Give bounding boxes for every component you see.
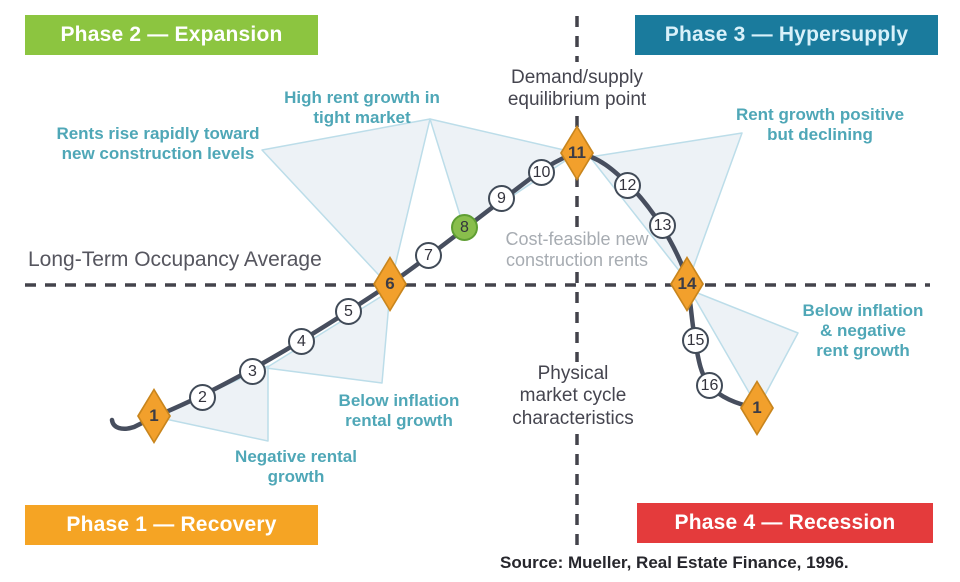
cycle-point-14-label: 14 (677, 274, 697, 293)
cycle-point-1-label: 1 (149, 406, 159, 425)
cycle-point-12-label: 12 (618, 176, 637, 194)
banner-phase4-label: Phase 4 — Recession (674, 511, 896, 534)
cycle-point-16-label: 16 (700, 376, 719, 394)
cycle-point-15: 15 (682, 327, 709, 354)
cycle-point-10: 10 (528, 159, 555, 186)
cycle-point-6-label: 6 (385, 274, 395, 293)
cycle-point-1: 1 (137, 388, 171, 444)
banner-phase1-recovery: Phase 1 — Recovery (25, 505, 318, 545)
banner-phase3-label: Phase 3 — Hypersupply (664, 23, 909, 46)
cycle-point-3: 3 (239, 358, 266, 385)
annotation-below-inflation-negative: Below inflation & negative rent growth (802, 301, 924, 361)
annotation-demand-supply-equilibrium: Demand/supply equilibrium point (507, 67, 647, 111)
wedge-below-negative (689, 289, 799, 409)
cycle-point-11: 11 (560, 125, 594, 181)
cycle-point-15-label: 15 (686, 331, 705, 349)
cycle-point-1-end-label: 1 (752, 398, 762, 417)
banner-phase4-recession: Phase 4 — Recession (637, 503, 933, 543)
annotation-negative-rental: Negative rental growth (235, 447, 357, 487)
cycle-point-8-label: 8 (460, 218, 469, 236)
annotation-high-rent-growth: High rent growth in tight market (284, 88, 440, 128)
cycle-point-7-label: 7 (424, 246, 433, 264)
cycle-point-4: 4 (288, 328, 315, 355)
banner-phase3-hypersupply: Phase 3 — Hypersupply (635, 15, 938, 55)
cycle-point-2-label: 2 (198, 388, 207, 406)
annotation-rents-rise: Rents rise rapidly toward new constructi… (56, 124, 260, 164)
cycle-point-13-label: 13 (653, 216, 672, 234)
cycle-point-2: 2 (189, 384, 216, 411)
cycle-point-7: 7 (415, 242, 442, 269)
banner-phase1-label: Phase 1 — Recovery (66, 513, 277, 536)
wedge-below-inflation (265, 290, 391, 384)
cycle-point-13: 13 (649, 212, 676, 239)
cycle-point-6: 6 (373, 256, 407, 312)
cycle-point-11-label: 11 (568, 143, 586, 162)
cycle-point-5-label: 5 (344, 302, 353, 320)
cycle-point-9-label: 9 (497, 189, 506, 207)
cycle-point-3-label: 3 (248, 362, 257, 380)
annotation-cost-feasible: Cost-feasible new construction rents (505, 229, 649, 271)
cycle-point-14: 14 (670, 256, 704, 312)
cycle-point-1-end: 1 (740, 380, 774, 436)
wedge-rents-rise (261, 118, 431, 288)
cycle-point-8: 8 (451, 214, 478, 241)
label-long-term-occupancy: Long-Term Occupancy Average (28, 248, 322, 271)
banner-phase2-expansion: Phase 2 — Expansion (25, 15, 318, 55)
annotation-rent-growth-declining: Rent growth positive but declining (735, 105, 905, 145)
wedge-high-rent (429, 118, 578, 229)
cycle-point-5: 5 (335, 298, 362, 325)
wedge-rent-declining (589, 132, 743, 283)
banner-phase2-label: Phase 2 — Expansion (60, 23, 283, 46)
cycle-point-16: 16 (696, 372, 723, 399)
cycle-point-12: 12 (614, 172, 641, 199)
annotation-below-inflation-rental: Below inflation rental growth (338, 391, 460, 431)
annotation-physical-characteristics: Physical market cycle characteristics (512, 363, 634, 429)
source-citation: Source: Mueller, Real Estate Finance, 19… (500, 553, 849, 572)
cycle-point-10-label: 10 (532, 163, 551, 181)
cycle-point-9: 9 (488, 185, 515, 212)
cycle-point-4-label: 4 (297, 332, 306, 350)
